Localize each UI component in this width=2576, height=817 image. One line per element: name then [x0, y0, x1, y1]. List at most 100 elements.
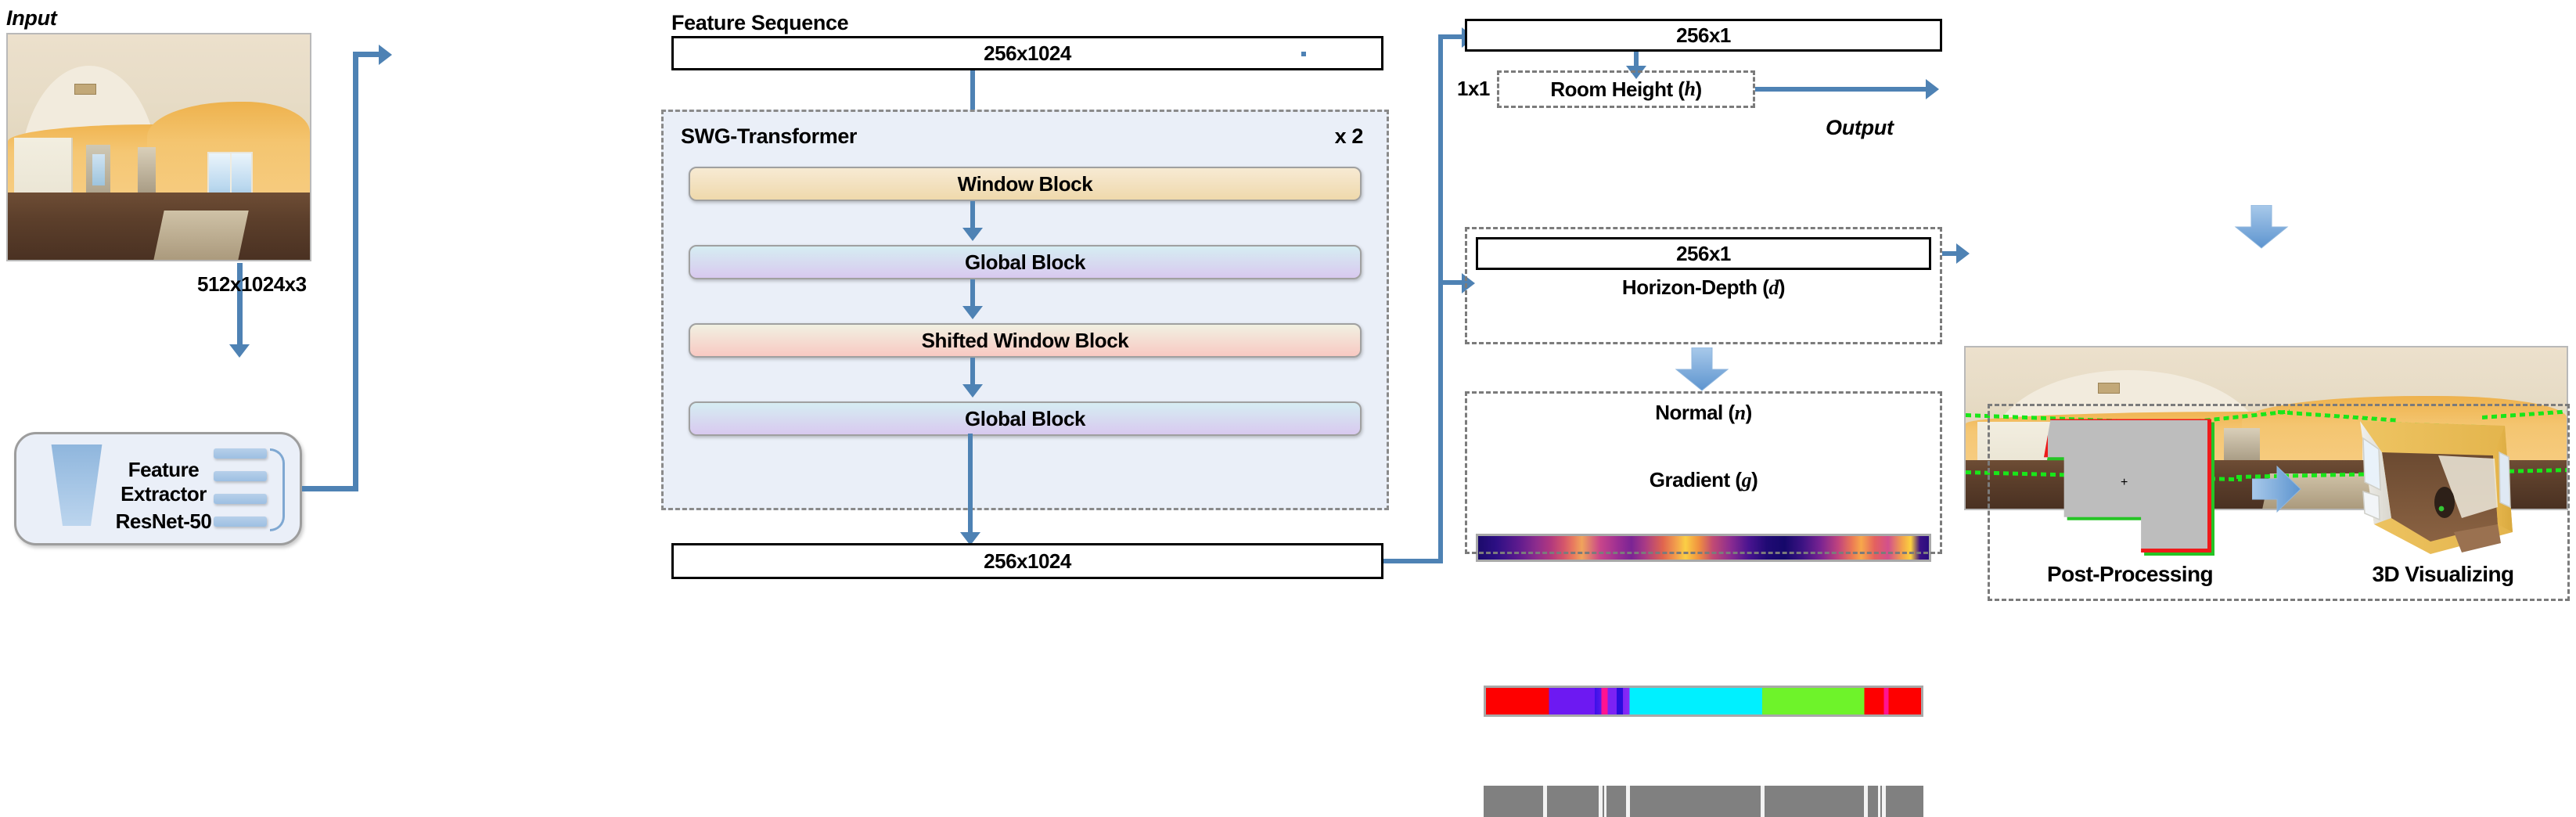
feature-extractor-line2: ResNet-50 — [115, 509, 212, 533]
gradient-spike — [1882, 786, 1887, 817]
output-label: Output — [1826, 116, 1894, 139]
arrow-roomheight-to-output-head — [1926, 79, 1939, 99]
horizon-depth-dims-box: 256x1 — [1476, 237, 1931, 270]
room-height-box[interactable]: Room Height (h) — [1497, 70, 1755, 108]
gradient-spike — [1877, 786, 1880, 817]
block-global-1-label: Global Block — [964, 250, 1086, 274]
horizon-depth-colormap — [1476, 534, 1931, 562]
normal-symbol: n — [1734, 401, 1746, 424]
block-shifted-window[interactable]: Shifted Window Block — [689, 323, 1362, 358]
arrow-extractor-out-h1 — [302, 486, 358, 491]
feature-extractor-line1: Feature Extractor — [121, 458, 207, 506]
feature-bar-3 — [214, 494, 267, 504]
post-processing-caption: Post-Processing — [2047, 562, 2214, 586]
visualizing-3d-caption: 3D Visualizing — [2372, 562, 2515, 586]
horizon-depth-caption: Horizon-Depth (d) — [1476, 275, 1931, 300]
arrow-out-to-right-h — [1383, 559, 1443, 563]
gradient-spike — [1603, 786, 1606, 817]
arrow-transformer-to-out-head — [960, 532, 980, 545]
normal-gradient-panel — [1465, 391, 1942, 554]
floor-rug — [153, 210, 249, 260]
arrow-input-to-extractor-head — [229, 344, 250, 358]
window-small — [92, 153, 105, 185]
feature-bar-2 — [214, 471, 267, 481]
block-shifted-window-label: Shifted Window Block — [921, 328, 1129, 352]
feature-sequence-box: 256x1024 — [671, 36, 1383, 70]
arrow-transformer-to-out-line — [968, 434, 973, 535]
swg-transformer-title: SWG-Transformer — [681, 124, 858, 148]
arrow-block2-to-block3-line — [970, 279, 975, 309]
output-ceiling-vent-icon — [2097, 383, 2120, 394]
floorplan-thumb: + — [2041, 416, 2221, 559]
feature-extractor-box: Feature Extractor ResNet-50 — [14, 432, 302, 545]
gradient-colormap-fill — [1484, 786, 1923, 817]
floorplan-center-marker: + — [2121, 476, 2128, 489]
feature-extractor-text: Feature Extractor ResNet-50 — [101, 458, 226, 534]
arrow-depth-to-output-h — [1942, 251, 1959, 256]
swg-transformer-panel: SWG-Transformer x 2 Window Block Global … — [661, 110, 1389, 510]
feature-bar-1 — [214, 448, 267, 459]
input-dims-label: 512x1024x3 — [197, 272, 307, 296]
feature-brace-icon — [270, 448, 285, 531]
horizon-depth-panel — [1465, 227, 1942, 344]
fat-arrow-postprocess-to-3d — [2252, 465, 2302, 513]
gradient-colormap — [1484, 786, 1923, 817]
arrow-extractor-out-head — [379, 45, 392, 65]
results-panel — [1988, 404, 2570, 601]
normal-label: Normal ( — [1655, 401, 1735, 424]
arrow-block2-to-block3-head — [962, 306, 983, 319]
arrow-to-horizondepth-h — [1438, 280, 1465, 285]
block-window-label: Window Block — [957, 171, 1093, 196]
arrow-split-up-v — [1301, 52, 1306, 56]
room3d-thumb — [2344, 415, 2540, 560]
horizon-depth-label-end: ) — [1778, 275, 1786, 299]
gradient-spike — [1625, 786, 1630, 817]
normal-colormap — [1484, 686, 1923, 717]
room-height-dims: 256x1 — [1676, 23, 1731, 47]
arrow-depth-to-output-head — [1956, 243, 1970, 264]
arrow-to-roomheight-h — [1438, 34, 1465, 39]
ceiling-vent-icon — [74, 84, 96, 95]
fat-arrow-depth-to-normal — [1675, 347, 1729, 391]
room-height-symbol: h — [1684, 77, 1696, 100]
gradient-spike — [1761, 786, 1765, 817]
block-global-2[interactable]: Global Block — [689, 401, 1362, 436]
swg-transformer-repeat: x 2 — [1334, 124, 1364, 148]
gradient-caption: Gradient (g) — [1476, 468, 1931, 492]
arrow-extractor-out-v — [353, 52, 358, 491]
arrow-out-to-right-v — [1438, 34, 1443, 563]
room-height-label-end: ) — [1695, 77, 1702, 101]
input-label: Input — [6, 6, 57, 30]
arrow-block3-to-block4-line — [970, 358, 975, 387]
gradient-label-end: ) — [1751, 468, 1758, 491]
arrow-extractor-out-h2 — [353, 52, 381, 57]
horizon-depth-symbol: d — [1768, 276, 1779, 299]
arrow-roomheight-line — [1634, 52, 1639, 69]
normal-caption: Normal (n) — [1476, 401, 1931, 425]
gradient-spike — [1864, 786, 1869, 817]
normal-label-end: ) — [1745, 401, 1753, 424]
block-global-2-label: Global Block — [964, 406, 1086, 430]
fat-arrow-output-to-postprocess — [2234, 205, 2289, 249]
room-height-label: Room Height ( — [1550, 77, 1685, 101]
block-window[interactable]: Window Block — [689, 167, 1362, 201]
block-global-1[interactable]: Global Block — [689, 245, 1362, 279]
arrow-roomheight-to-output-line — [1755, 87, 1929, 92]
room-height-dims-box: 256x1 — [1465, 19, 1942, 52]
gradient-label: Gradient ( — [1649, 468, 1742, 491]
feature-sequence-dims: 256x1024 — [984, 41, 1071, 65]
normal-colormap-fill — [1486, 688, 1921, 714]
transformer-output-box: 256x1024 — [671, 543, 1383, 579]
gradient-spike — [1599, 786, 1603, 817]
input-panorama — [6, 33, 311, 261]
arrow-block3-to-block4-head — [962, 384, 983, 398]
feature-bar-4 — [214, 516, 267, 527]
gradient-symbol: g — [1741, 469, 1752, 491]
horizon-depth-colormap-fill — [1478, 536, 1929, 560]
gradient-spike — [1543, 786, 1548, 817]
feature-sequence-label: Feature Sequence — [671, 11, 849, 34]
horizon-depth-dims: 256x1 — [1676, 241, 1731, 265]
horizon-depth-label: Horizon-Depth ( — [1621, 275, 1769, 299]
arrow-block1-to-block2-line — [970, 201, 975, 231]
arrow-block1-to-block2-head — [962, 228, 983, 241]
